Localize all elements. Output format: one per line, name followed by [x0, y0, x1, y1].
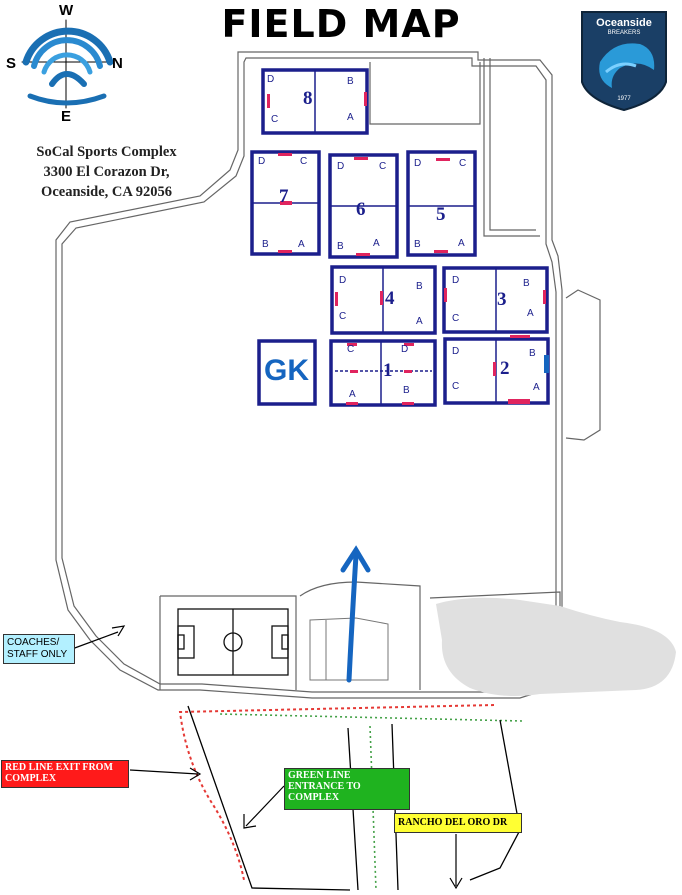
small-soccer-field: [177, 608, 289, 676]
corner-label: D: [452, 275, 460, 286]
address-line-3: Oceanside, CA 92056: [41, 184, 172, 200]
gk-area-border: [257, 339, 317, 406]
road-name-label: RANCHO DEL ORO DR: [394, 813, 522, 833]
corner-label: C: [379, 161, 387, 172]
green-line-entrance-label: GREEN LINE ENTRANCE TO COMPLEX: [284, 768, 410, 810]
corner-label: C: [347, 344, 355, 355]
corner-label: B: [337, 241, 344, 252]
complex-boundary: [55, 51, 601, 699]
logo-subtitle: BREAKERS: [607, 30, 641, 36]
field-5-border: [406, 150, 477, 257]
complex-address: SoCal Sports Complex 3300 El Corazon Dr,…: [14, 142, 199, 202]
corner-label: C: [452, 313, 460, 324]
corner-label: B: [262, 239, 269, 250]
corner-label: D: [258, 156, 266, 167]
compass-logo: [21, 19, 114, 109]
corner-label: A: [533, 382, 540, 393]
corner-label: A: [527, 308, 534, 319]
corner-label: C: [452, 381, 460, 392]
compass-west-label: W: [59, 2, 74, 19]
corner-label: D: [401, 344, 409, 355]
logo-name: Oceanside: [596, 17, 652, 29]
field-number: 2: [500, 358, 510, 379]
corner-label: D: [337, 161, 345, 172]
corner-label: A: [458, 238, 465, 249]
corner-label: B: [416, 281, 423, 292]
field-number: 5: [436, 204, 446, 225]
red-line-exit-label: RED LINE EXIT FROM COMPLEX: [1, 760, 129, 788]
compass-south-label: S: [6, 55, 17, 72]
page-title: FIELD MAP: [221, 2, 461, 46]
logo-year: 1977: [617, 96, 631, 102]
field-1-border: [329, 339, 437, 407]
corner-label: D: [339, 275, 347, 286]
corner-label: B: [529, 348, 536, 359]
field-number: 8: [303, 88, 313, 109]
corner-label: C: [271, 114, 279, 125]
field-number: 4: [385, 288, 395, 309]
corner-label: D: [414, 158, 422, 169]
corner-label: B: [414, 239, 421, 250]
parking-lot: [309, 617, 389, 681]
corner-label: C: [300, 156, 308, 167]
corner-label: B: [347, 76, 354, 87]
corner-label: B: [403, 385, 410, 396]
label-pointers: [71, 625, 463, 890]
corner-label: A: [298, 239, 305, 250]
corner-label: A: [373, 238, 380, 249]
field-number: 3: [497, 289, 507, 310]
compass-north-label: N: [112, 55, 123, 72]
direction-arrow: [340, 545, 371, 683]
corner-label: A: [347, 112, 354, 123]
address-line-2: 3300 El Corazon Dr,: [43, 164, 170, 180]
corner-label: A: [349, 389, 356, 400]
field-number: 7: [279, 186, 289, 207]
corner-label: C: [339, 311, 347, 322]
address-line-1: SoCal Sports Complex: [36, 144, 177, 160]
coaches-staff-label: COACHES/ STAFF ONLY: [3, 634, 75, 664]
red-exit-line: [178, 704, 495, 881]
corner-label: C: [459, 158, 467, 169]
corner-label: A: [416, 316, 423, 327]
field-number: 1: [383, 360, 393, 381]
field-number: 6: [356, 199, 366, 220]
gk-area-label: GK: [264, 354, 309, 387]
green-entrance-line: [219, 713, 523, 891]
corner-label: B: [523, 278, 530, 289]
compass-east-label: E: [61, 108, 72, 125]
goal-markers: [267, 92, 549, 405]
blurred-region: [436, 597, 676, 696]
team-shield-logo: [581, 11, 667, 112]
corner-label: D: [267, 74, 275, 85]
corner-label: D: [452, 346, 460, 357]
